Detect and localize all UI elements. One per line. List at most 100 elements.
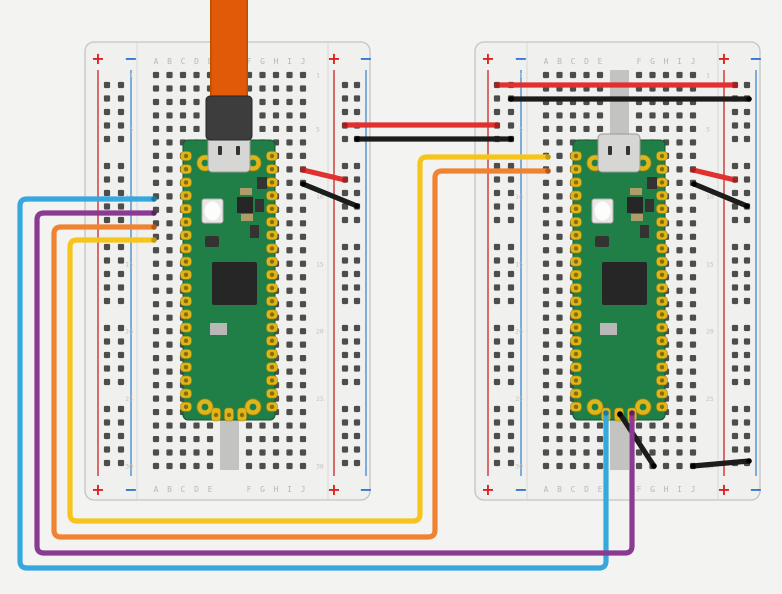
board-label: −: [514, 49, 527, 68]
breadboard-hole: [117, 81, 125, 89]
breadboard-hole: [353, 338, 361, 345]
breadboard-hole: [259, 422, 266, 429]
breadboard-hole: [542, 71, 550, 79]
breadboard-hole: [103, 338, 111, 345]
breadboard-hole: [299, 328, 307, 335]
wire-segment: [690, 458, 752, 469]
breadboard-hole: [286, 301, 293, 308]
breadboard-hole: [507, 459, 515, 467]
breadboard-hole: [662, 112, 670, 119]
wire-end-cap: [508, 96, 514, 102]
pin-hole: [659, 167, 665, 172]
breadboard-hole: [286, 355, 293, 362]
wire-black-gnd-rail-right[interactable]: [690, 458, 752, 469]
wire-end-cap: [494, 82, 500, 88]
board-label: 5: [129, 125, 133, 133]
breadboard-hole: [493, 324, 501, 332]
wire-red-vbus-right[interactable]: [690, 167, 738, 183]
wire-yellow-serial[interactable]: [67, 154, 551, 524]
breadboard-hole: [507, 203, 515, 210]
wire-purple-swdio[interactable]: [34, 210, 635, 556]
pin-hole: [573, 180, 579, 185]
wire-orange-serial[interactable]: [51, 168, 551, 540]
wire-end-cap: [354, 203, 360, 209]
wire-red-rail-bridge[interactable]: [342, 122, 500, 128]
board-label: 20: [515, 328, 523, 336]
breadboard-hole: [103, 189, 111, 197]
board-label: 5: [316, 125, 320, 133]
wire-black-top-right-board[interactable]: [508, 96, 752, 102]
board-label: 15: [515, 260, 523, 268]
breadboard-hole: [662, 435, 670, 443]
breadboard-hole: [507, 243, 515, 251]
wire-end-cap: [508, 136, 514, 142]
pin-hole: [269, 180, 275, 185]
wire-blue-swclk[interactable]: [17, 196, 609, 571]
board-label: J: [691, 57, 696, 66]
breadboard-hole: [689, 395, 697, 402]
breadboard-hole: [299, 287, 307, 294]
pin-hole: [573, 272, 579, 277]
breadboard-hole: [542, 179, 550, 186]
breadboard-hole: [542, 233, 550, 240]
pin-hole: [573, 378, 579, 383]
wire-black-gnd-right[interactable]: [691, 181, 750, 209]
breadboard-hole: [286, 462, 293, 470]
pin-hole: [269, 312, 275, 317]
breadboard-hole: [166, 341, 173, 348]
crystal-oscillator: [205, 236, 219, 247]
pin-hole: [269, 272, 275, 277]
board-label: +: [91, 480, 104, 499]
breadboard-hole: [179, 98, 187, 106]
breadboard-hole: [341, 351, 349, 359]
breadboard-hole: [152, 166, 160, 173]
wire-red-vbus-left[interactable]: [300, 167, 348, 183]
breadboard-hole: [245, 422, 253, 429]
breadboard-hole: [731, 135, 739, 143]
pin-hole: [659, 378, 665, 383]
pin-hole: [269, 404, 275, 409]
wire-black-gnd-left[interactable]: [300, 181, 360, 209]
raspberry-pi-pico-left[interactable]: [180, 133, 278, 422]
breadboard-hole: [507, 378, 515, 386]
board-label: G: [650, 57, 655, 66]
breadboard-hole: [152, 449, 160, 456]
pin-hole: [183, 391, 189, 396]
breadboard-hole: [117, 432, 125, 440]
breadboard-hole: [117, 324, 125, 332]
wire-red-top-right-board[interactable]: [494, 82, 738, 88]
breadboard-hole: [676, 328, 683, 335]
board-label: 10: [316, 193, 324, 201]
breadboard-hole: [507, 216, 515, 224]
pin-hole: [183, 299, 189, 304]
breadboard-hole: [259, 125, 266, 133]
breadboard-hole: [299, 85, 307, 92]
breadboard-hole: [299, 247, 307, 254]
pin-hole: [659, 404, 665, 409]
board-label: C: [571, 57, 576, 66]
mounting-hole: [591, 159, 599, 167]
breadboard-hole: [493, 378, 501, 386]
breadboard-hole: [662, 462, 670, 470]
breadboard-hole: [676, 287, 683, 294]
breadboard-hole: [117, 243, 125, 251]
breadboard-hole: [103, 405, 111, 413]
breadboard-hole: [731, 365, 739, 372]
breadboard-hole: [743, 162, 751, 170]
wire-black-debug-gnd[interactable]: [617, 411, 657, 469]
breadboard-hole: [353, 284, 361, 291]
breadboard-hole: [676, 314, 683, 321]
breadboard-hole: [152, 462, 160, 470]
usb-cable[interactable]: [205, 0, 253, 141]
smd-component: [640, 225, 649, 238]
breadboard-hole: [676, 125, 683, 133]
raspberry-pi-pico-right[interactable]: [570, 133, 668, 422]
wire-black-rail-bridge[interactable]: [354, 136, 514, 142]
board-label: I: [677, 485, 682, 494]
wire-end-cap: [354, 136, 360, 142]
breadboard-hole: [635, 112, 643, 119]
breadboard-hole: [731, 324, 739, 332]
breadboard-hole: [272, 449, 280, 456]
board-label: G: [260, 57, 265, 66]
